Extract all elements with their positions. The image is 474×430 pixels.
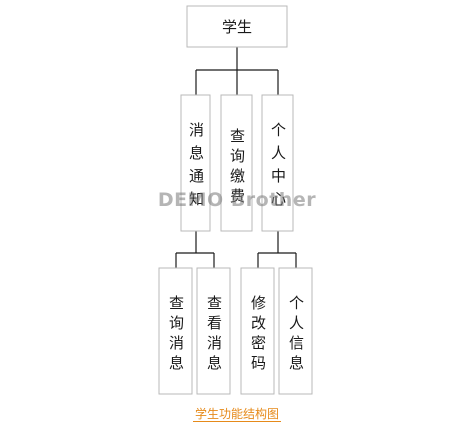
connectors-personal-children xyxy=(257,231,297,268)
node-change-password-label: 修改密码 xyxy=(249,295,267,375)
node-personal-center-label: 个人中心 xyxy=(269,122,287,214)
node-view-messages-label: 查看消息 xyxy=(205,295,223,375)
node-personal-info-label: 个人信息 xyxy=(287,295,305,375)
node-payment-label: 查询缴费 xyxy=(228,128,246,208)
connectors-root-level1 xyxy=(195,47,279,95)
node-student: 学生 xyxy=(186,5,288,48)
node-query-messages-label: 查询消息 xyxy=(167,295,185,375)
node-personal-info: 个人信息 xyxy=(278,267,313,395)
node-messages: 消息通知 xyxy=(180,94,211,232)
node-student-label: 学生 xyxy=(222,18,252,36)
node-query-messages: 查询消息 xyxy=(158,267,193,395)
node-messages-label: 消息通知 xyxy=(187,122,205,214)
figure-caption: 学生功能结构图 xyxy=(192,407,281,422)
figure-caption-wrapper: 学生功能结构图 xyxy=(0,405,474,422)
node-view-messages: 查看消息 xyxy=(196,267,231,395)
node-payment: 查询缴费 xyxy=(220,94,253,232)
node-change-password: 修改密码 xyxy=(240,267,275,395)
node-personal-center: 个人中心 xyxy=(261,94,294,232)
connectors-messages-children xyxy=(175,231,215,268)
